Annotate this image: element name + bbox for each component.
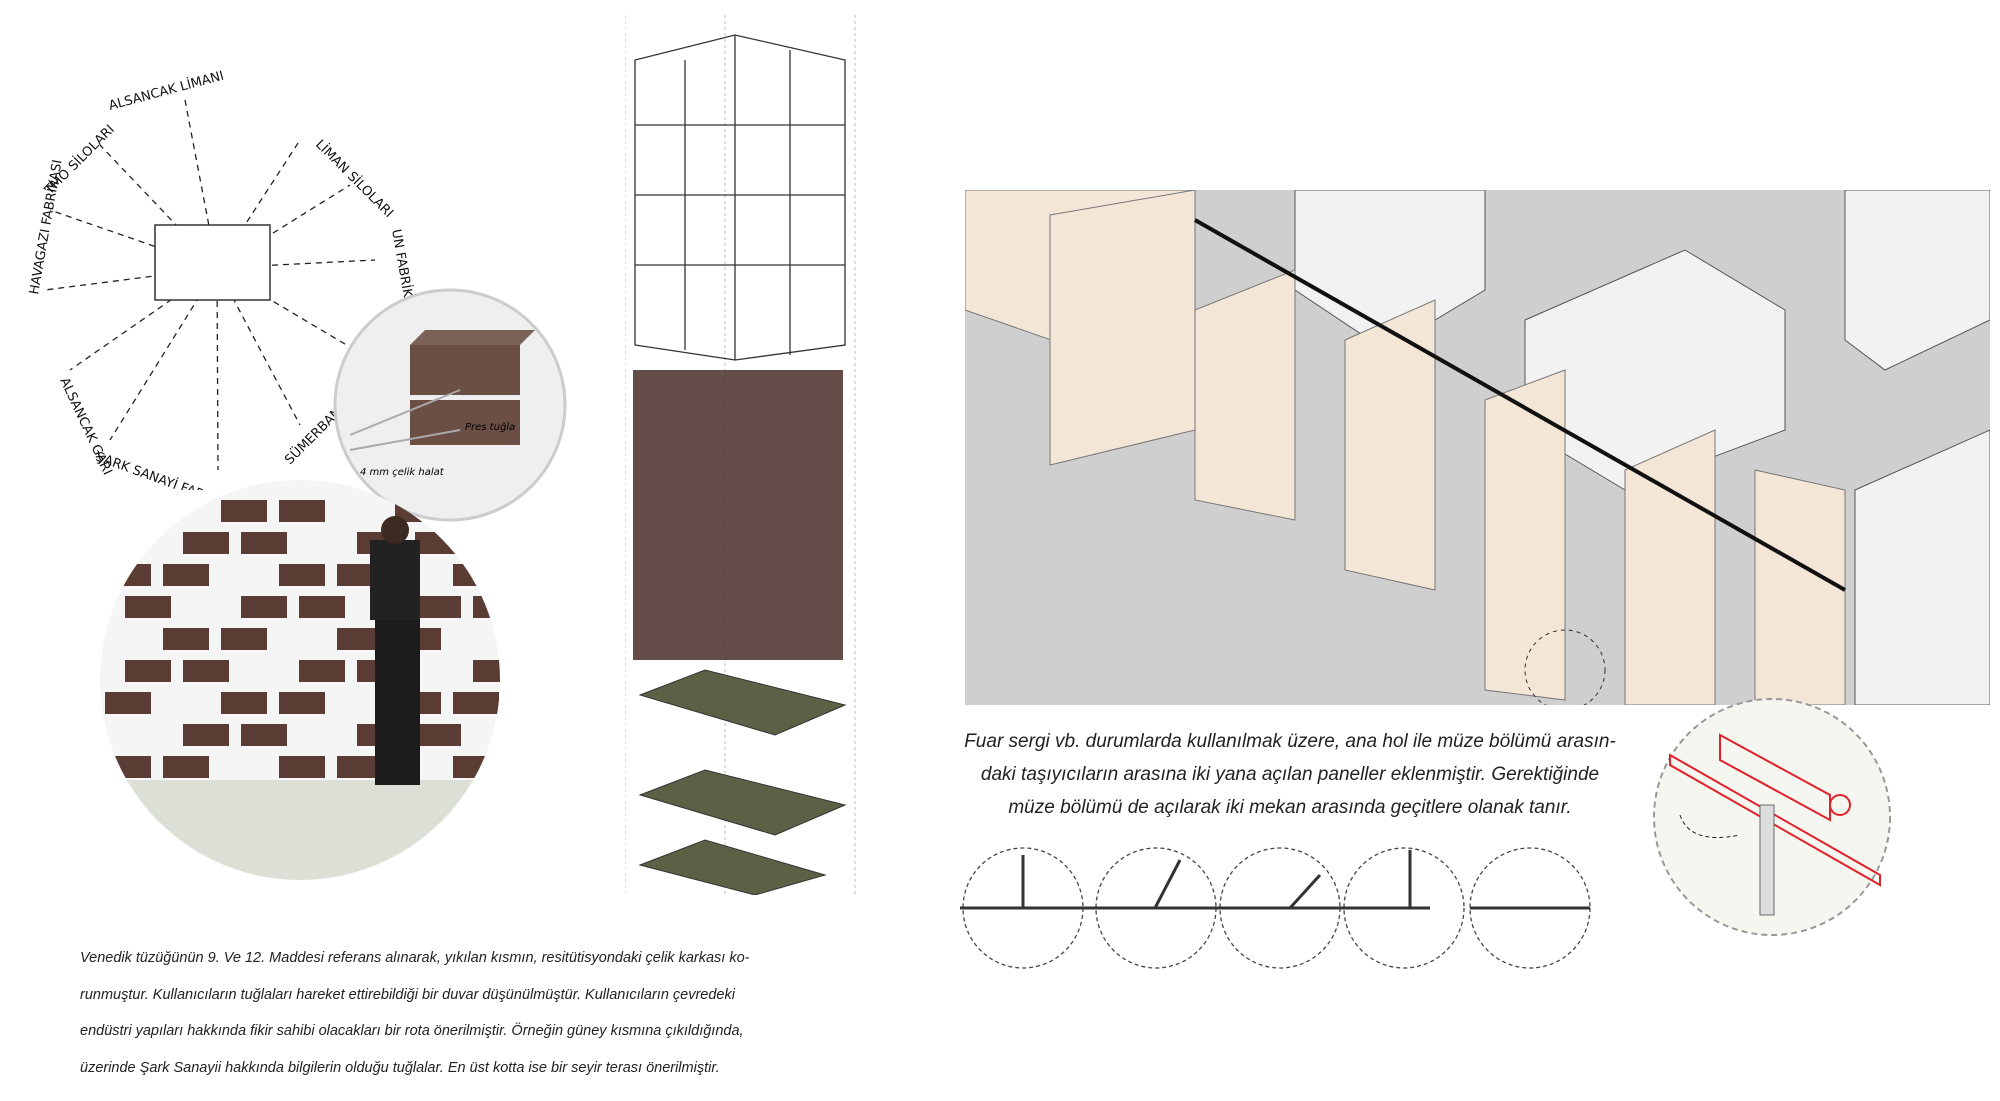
- brick: [163, 628, 209, 650]
- brick: [279, 692, 325, 714]
- brick: [415, 724, 461, 746]
- brick: [299, 660, 345, 682]
- brick: [279, 500, 325, 522]
- hinge-detail-circle: [1653, 698, 1891, 936]
- brick: [163, 756, 209, 778]
- brick: [453, 564, 499, 586]
- brick: [453, 756, 499, 778]
- brick: [241, 724, 287, 746]
- press-brick: [410, 345, 520, 395]
- label-havagazi-fabrikasi: HAVAGAZI FABRİKASI: [26, 158, 65, 295]
- brick: [125, 660, 171, 682]
- panel-description-line: Fuar sergi vb. durumlarda kullanılmak üz…: [964, 731, 1616, 752]
- brick: [299, 596, 345, 618]
- steel-frame: [634, 34, 846, 361]
- brick: [415, 532, 461, 554]
- brick: [279, 564, 325, 586]
- exploded-axonometric: [625, 15, 856, 895]
- rotation-arrow-icon: [1679, 814, 1741, 838]
- person-figure: [370, 540, 420, 620]
- top-rail: [1194, 218, 1846, 592]
- brick: [183, 724, 229, 746]
- building-plan: [154, 224, 271, 301]
- brick: [337, 756, 383, 778]
- sequence-step-4: [1343, 847, 1465, 969]
- brick: [453, 500, 499, 522]
- label-liman-silolari: LİMAN SİLOLARI: [312, 137, 396, 221]
- panel-description-line: müze bölümü de açılarak iki mekan arasın…: [1008, 797, 1572, 818]
- panel-description: Fuar sergi vb. durumlarda kullanılmak üz…: [940, 725, 1640, 824]
- brick: [415, 596, 461, 618]
- press-brick-label: Pres tuğla: [465, 422, 515, 433]
- brick: [105, 692, 151, 714]
- wall-description-line: endüstri yapıları hakkında fikir sahibi …: [80, 1023, 744, 1039]
- hinge-pole: [1759, 804, 1775, 916]
- brick: [125, 596, 171, 618]
- brick-detail-circle: Pres tuğla 4 mm çelik halat: [333, 288, 567, 522]
- sliding-panels: [965, 190, 1846, 705]
- brick: [221, 500, 267, 522]
- detail-callout: [1524, 629, 1606, 705]
- brick-wall-visual-circle: [100, 480, 500, 880]
- wall-description-line: runmuştur. Kullanıcıların tuğlaları hare…: [80, 986, 735, 1003]
- panel-opening-sequence: [960, 847, 1591, 969]
- brick: [453, 692, 499, 714]
- brick: [183, 660, 229, 682]
- stair-levels: [638, 669, 847, 895]
- hinge-red-outline: [1669, 733, 1881, 887]
- brick: [241, 596, 287, 618]
- brick: [221, 692, 267, 714]
- brick: [163, 564, 209, 586]
- steel-cable-label: 4 mm çelik halat: [360, 467, 445, 478]
- brick: [105, 500, 151, 522]
- brick: [473, 660, 500, 682]
- brick: [473, 596, 500, 618]
- brick: [183, 532, 229, 554]
- brick: [221, 628, 267, 650]
- brick: [279, 756, 325, 778]
- brick: [241, 532, 287, 554]
- wall-description-line: Venedik tüzüğünün 9. Ve 12. Maddesi refe…: [80, 950, 750, 966]
- brick: [337, 628, 383, 650]
- exhibition-panel-render: [965, 190, 1990, 705]
- label-alsancak-limani: ALSANCAK LİMANI: [107, 68, 226, 114]
- museum-volumes: [1294, 190, 1990, 705]
- wall-description-line: üzerinde Şark Sanayii hakkında bilgileri…: [80, 1059, 720, 1076]
- brick: [105, 564, 151, 586]
- panel-description-line: daki taşıyıcıların arasına iki yana açıl…: [980, 764, 1600, 785]
- brick: [105, 756, 151, 778]
- wall-description: Venedik tüzüğünün 9. Ve 12. Maddesi refe…: [80, 940, 850, 1086]
- brick-mass: [633, 370, 843, 660]
